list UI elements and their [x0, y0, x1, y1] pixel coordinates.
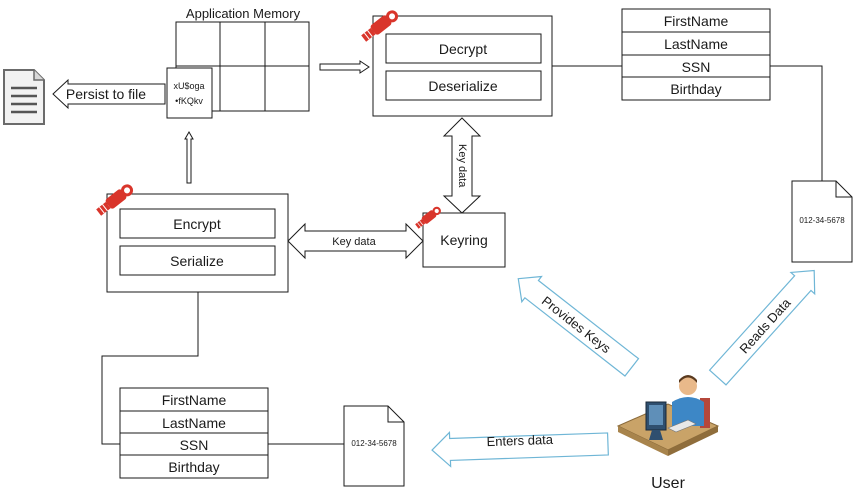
key-data-horizontal-arrow: Key data: [287, 222, 424, 260]
record-field: LastName: [664, 36, 728, 52]
serialize-label: Serialize: [170, 253, 224, 269]
encrypted-cell: [166, 67, 213, 119]
provides-keys-label: Provides Keys: [539, 293, 614, 356]
enters-data-label: Enters data: [486, 432, 554, 449]
persist-arrow: Persist to file: [52, 78, 166, 110]
user-label: User: [651, 475, 685, 492]
reads-data-arrow: Reads Data: [708, 269, 816, 386]
ssn-document-right: 012-34-5678: [791, 180, 853, 263]
tool-icon: [361, 10, 399, 42]
keyring-label: Keyring: [440, 232, 487, 248]
record-field: FirstName: [162, 392, 227, 408]
user-icon: [616, 375, 720, 456]
encrypted-text-1: xU$oga: [173, 81, 204, 91]
encrypt-step: [119, 208, 276, 239]
decrypt-box: Decrypt Deserialize: [372, 15, 553, 117]
provides-keys-arrow: Provides Keys: [517, 275, 640, 377]
deserialize-label: Deserialize: [428, 78, 497, 94]
encrypt-label: Encrypt: [173, 216, 221, 232]
encrypt-box: Encrypt Serialize: [106, 193, 289, 293]
application-memory: Application Memory xU$oga •fKQkv: [166, 6, 310, 119]
keyring-box: Keyring: [422, 212, 506, 268]
ssn-document-bottom: 012-34-5678: [343, 405, 405, 487]
key-data-vertical-label: Key data: [456, 144, 468, 188]
ssn-text: 012-34-5678: [351, 439, 397, 448]
ssn-text: 012-34-5678: [799, 216, 845, 225]
record-field: Birthday: [670, 81, 721, 97]
encrypted-text-2: •fKQkv: [175, 96, 203, 106]
record-field: LastName: [162, 415, 226, 431]
record-table-bottom: FirstName LastName SSN Birthday: [119, 387, 269, 479]
deserialize-step: [385, 70, 542, 101]
reads-data-label: Reads Data: [736, 295, 794, 357]
right-arrow: [319, 60, 370, 74]
decrypt-step: [385, 33, 542, 64]
persist-label: Persist to file: [66, 86, 146, 102]
memory-title: Application Memory: [186, 6, 301, 21]
decrypt-label: Decrypt: [439, 41, 487, 57]
record-table-top: FirstName LastName SSN Birthday: [621, 8, 771, 101]
record-field: SSN: [180, 437, 209, 453]
tool-icon: [96, 184, 134, 216]
up-arrow: [184, 130, 194, 184]
connector-lines: [101, 65, 823, 445]
record-field: SSN: [682, 59, 711, 75]
document-icon: [3, 69, 45, 125]
enters-data-arrow: Enters data: [431, 431, 609, 468]
key-data-vertical-arrow: Key data: [442, 117, 482, 214]
serialize-step: [119, 245, 276, 276]
record-field: Birthday: [168, 459, 219, 475]
tool-icon: [415, 206, 441, 229]
record-field: FirstName: [664, 13, 729, 29]
key-data-horizontal-label: Key data: [332, 236, 376, 248]
